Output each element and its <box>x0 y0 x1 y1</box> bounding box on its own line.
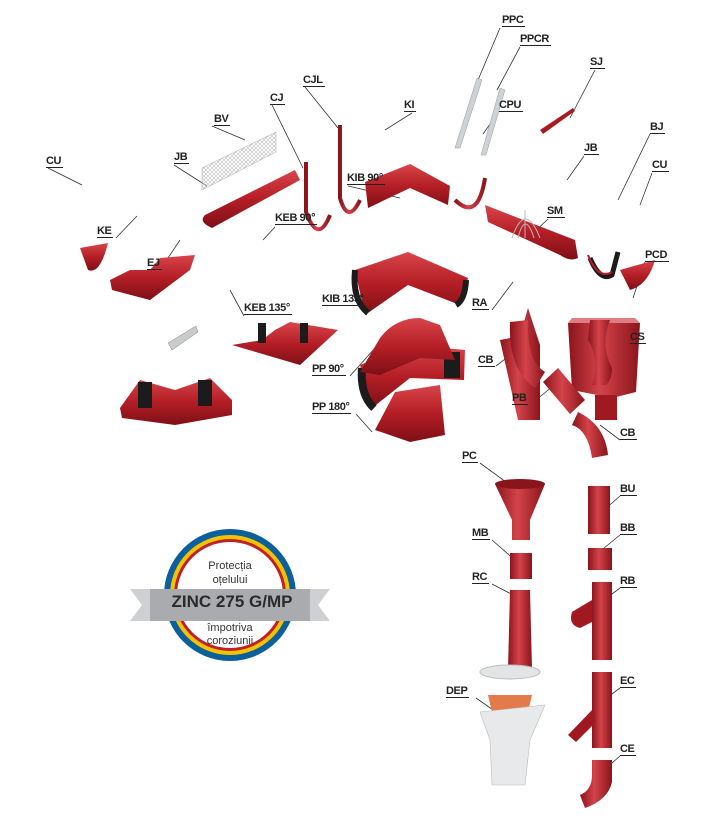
label-pp-90: PP 90° <box>312 363 346 376</box>
label-kib-135: KIB 135° <box>322 293 366 306</box>
cpu-hook <box>453 177 487 210</box>
label-rb: RB <box>620 575 638 588</box>
ppcr-hanger <box>480 87 506 156</box>
pp-180-end <box>375 385 445 442</box>
pp-90-end <box>360 318 455 375</box>
badge-line-3: împotriva <box>207 622 253 634</box>
pc-funnel <box>495 479 545 540</box>
label-cu-right: CU <box>652 159 670 172</box>
ej-connector <box>167 325 199 351</box>
cb-elbow-2 <box>572 412 608 458</box>
label-bv: BV <box>214 113 231 126</box>
jb-gutter-left <box>202 170 300 228</box>
bu-pipe <box>588 486 610 534</box>
cs-offset <box>588 320 612 385</box>
kib-90-corner <box>351 252 469 316</box>
cu-end-cap-right <box>620 260 655 290</box>
sm-strainer <box>511 210 541 239</box>
badge-line-1: Protecția <box>208 560 252 572</box>
label-cb-1: CB <box>478 354 496 367</box>
label-ra: RA <box>472 297 490 310</box>
label-bb: BB <box>620 522 638 535</box>
keb-90-corner <box>232 322 338 365</box>
bb-bracket <box>588 548 612 570</box>
label-bj: BJ <box>650 121 666 134</box>
rc-pipe <box>508 590 532 670</box>
label-pc: PC <box>462 450 479 463</box>
label-sj: SJ <box>590 56 605 69</box>
bv-leaf-guard <box>201 131 277 191</box>
sj-bracket <box>540 108 575 134</box>
label-ej: EJ <box>147 257 162 270</box>
ppc-hanger <box>454 77 483 149</box>
zinc-badge <box>130 529 330 661</box>
cu-end-cap-left <box>80 243 108 271</box>
label-dep: DEP <box>446 685 470 698</box>
label-ec: EC <box>620 675 637 688</box>
ec-spout <box>568 672 612 748</box>
label-ke: KE <box>97 225 114 238</box>
label-cb-2: CB <box>620 427 638 440</box>
label-cj: CJ <box>270 92 286 105</box>
rb-branch <box>571 582 612 660</box>
ki-inner-corner <box>365 164 450 208</box>
dep-rain-collector <box>479 664 546 786</box>
label-bu: BU <box>620 483 638 496</box>
bj-joint <box>587 251 621 280</box>
label-rc: RC <box>472 571 490 584</box>
label-ce: CE <box>620 743 637 756</box>
cj-hook <box>304 162 332 232</box>
badge-line-2: oțelului <box>212 574 248 586</box>
ke-outer-corner <box>110 255 195 300</box>
label-jb-right: JB <box>584 142 600 155</box>
ce-elbow <box>580 760 612 808</box>
label-kib-90: KIB 90° <box>347 172 385 185</box>
cb-elbow-1 <box>509 320 545 388</box>
label-keb-135: KEB 135° <box>244 302 292 315</box>
label-cpu: CPU <box>499 99 524 112</box>
badge-main-text: ZINC 275 G/MP <box>171 592 293 611</box>
label-cu-left: CU <box>46 155 64 168</box>
label-mb: MB <box>472 527 491 540</box>
label-pp-180: PP 180° <box>312 401 352 414</box>
cjl-hook <box>338 125 362 214</box>
label-cjl: CJL <box>303 74 325 87</box>
label-jb-left: JB <box>174 151 190 164</box>
label-keb-90: KEB 90° <box>275 212 318 225</box>
label-ppcr: PPCR <box>520 33 551 46</box>
badge-line-4: coroziunii <box>206 635 254 647</box>
pb-pipe <box>543 368 585 414</box>
keb-135-corner <box>120 378 232 425</box>
label-pb: PB <box>512 392 529 405</box>
mb-sleeve <box>510 553 532 579</box>
label-pcd: PCD <box>645 249 670 262</box>
label-sm: SM <box>547 205 565 218</box>
label-ki: KI <box>404 99 417 112</box>
label-cs: CS <box>630 331 647 344</box>
label-ppc: PPC <box>502 14 526 27</box>
